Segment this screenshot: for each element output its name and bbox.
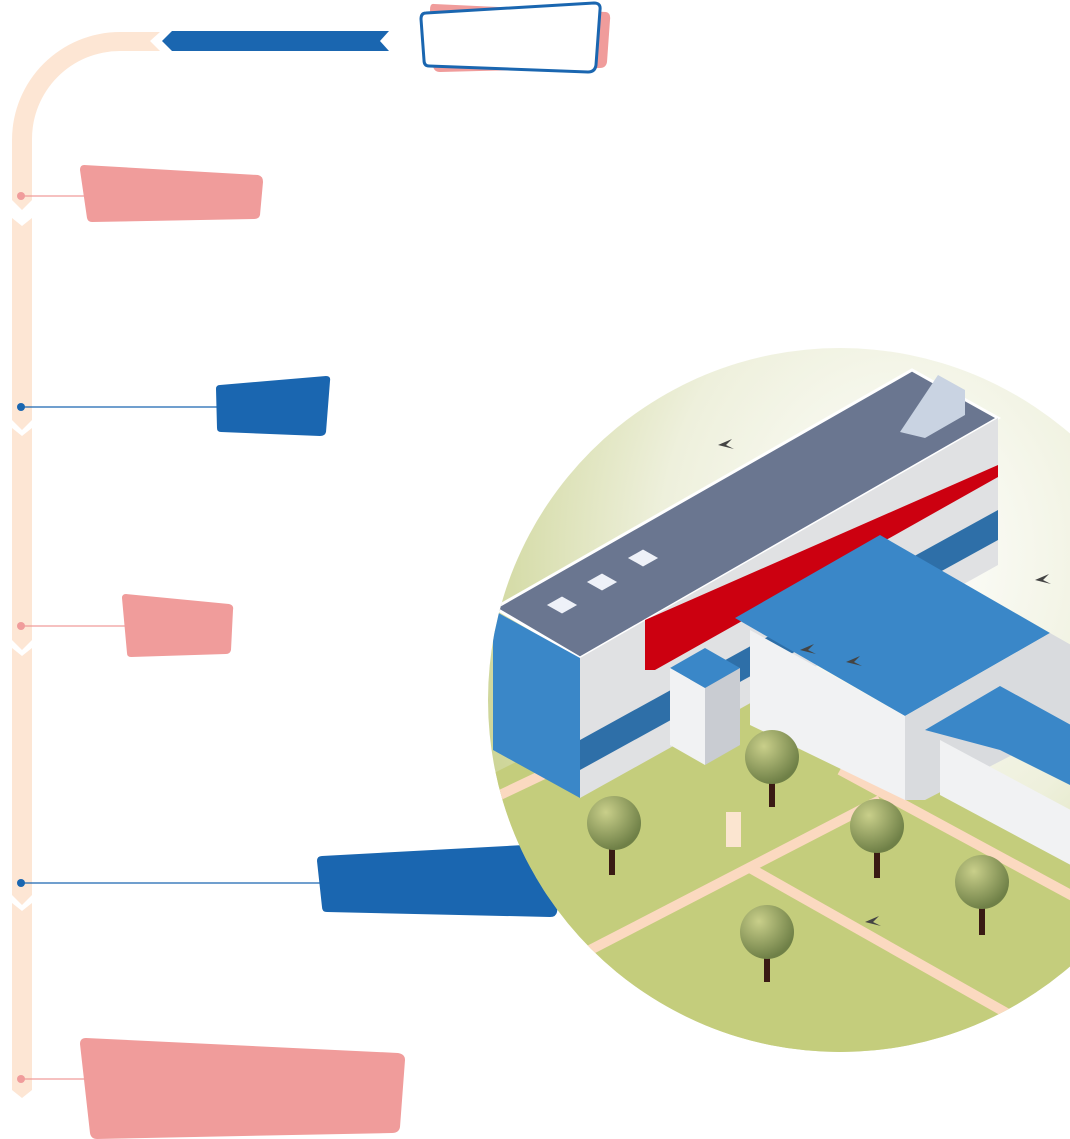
timeline-dot [17,1075,25,1083]
timeline-dot [17,403,25,411]
signboard [726,812,741,847]
timeline-step-1 [17,165,263,222]
timeline-dot [17,192,25,200]
step-label-box [80,1038,405,1139]
step-label-box [122,594,234,657]
swallows [718,439,1051,926]
step-label-box [216,376,331,436]
title-frame [419,1,611,74]
timeline-step-4 [17,843,567,917]
trees [587,730,1009,982]
step-label-box [80,165,263,222]
timeline-track [12,32,160,1098]
timeline-step-5 [17,1038,405,1139]
factory-illustration [488,348,1070,1052]
title-ribbon [162,31,389,51]
timeline-step-2 [17,376,331,436]
step-label-box [317,843,567,917]
timeline-dot [17,622,25,630]
timeline-step-3 [17,594,234,657]
timeline-dot [17,879,25,887]
shed-building [670,535,1070,870]
